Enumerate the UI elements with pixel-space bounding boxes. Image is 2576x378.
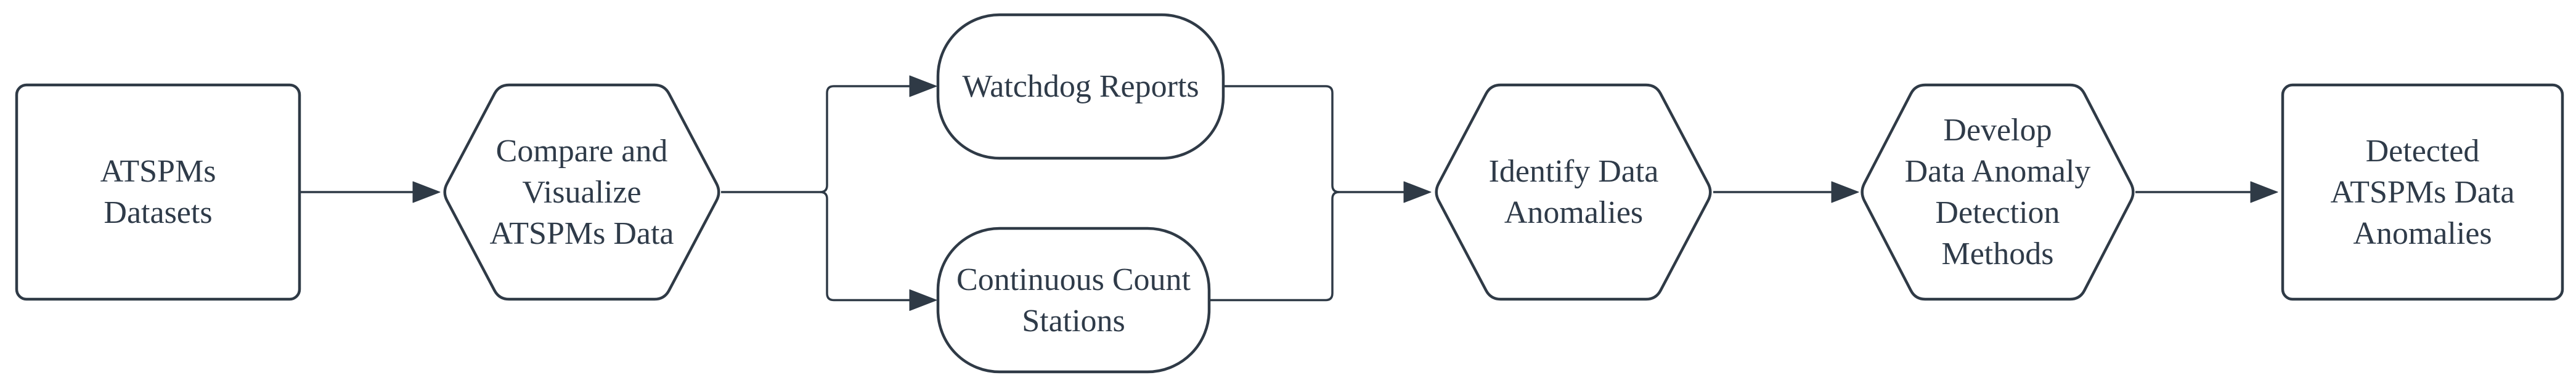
edge-watchdog-reports-to-merge [1223, 85, 1340, 193]
edge-compare-visualize-to-continuous-count-stations [820, 191, 910, 302]
node-shape-detected-data-anomalies [2281, 83, 2564, 301]
edge-arrowhead-develop-detection-methods-to-detected-data-anomalies [2250, 181, 2278, 203]
node-shape-compare-visualize [443, 83, 720, 301]
edge-continuous-count-stations-to-merge [1209, 191, 1340, 302]
edge-arrowhead-compare-visualize-to-continuous-count-stations [909, 289, 937, 311]
node-shape-identify-data-anomalies [1435, 83, 1712, 301]
edge-arrowhead-identify-data-anomalies-to-develop-detection-methods [1831, 181, 1859, 203]
node-shape-atspms-datasets [15, 83, 301, 301]
edge-compare-visualize-to-watchdog-reports [721, 85, 910, 193]
edge-arrowhead-merge-to-identify-data-anomalies [1403, 181, 1432, 203]
node-shape-develop-detection-methods [1861, 83, 2135, 301]
edge-arrowhead-compare-visualize-to-watchdog-reports [909, 75, 937, 97]
node-shape-continuous-count-stations [936, 227, 1211, 374]
node-shape-watchdog-reports [936, 13, 1225, 160]
edge-arrowhead-atspms-datasets-to-compare-visualize [412, 181, 441, 203]
